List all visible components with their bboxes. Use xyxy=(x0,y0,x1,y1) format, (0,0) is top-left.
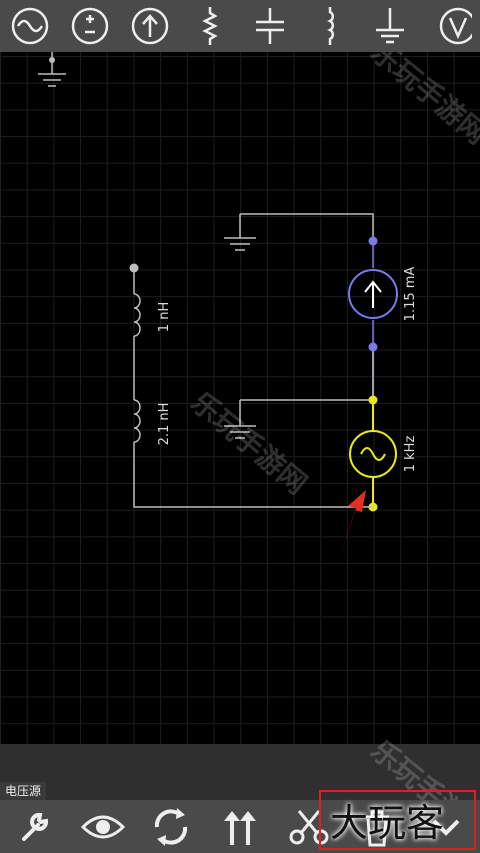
wrench-icon xyxy=(22,812,49,841)
chevron-down-icon xyxy=(432,819,460,836)
component-toolbar xyxy=(0,0,480,52)
annotation-arrow xyxy=(339,490,366,560)
capacitor-tool[interactable] xyxy=(240,0,300,52)
current-source-label: 1.15 mA xyxy=(403,267,418,322)
circuit-diagram: 1.15 mA 1 kHz 1 nH 2.1 nH xyxy=(38,52,418,560)
current-source-component[interactable] xyxy=(348,236,398,401)
flip-button[interactable] xyxy=(208,800,272,853)
voltmeter-tool[interactable] xyxy=(420,0,480,52)
brand-overlay: 大玩客 xyxy=(330,801,445,845)
ac-source-component[interactable] xyxy=(349,395,397,512)
current-source-tool[interactable] xyxy=(120,0,180,52)
delete-button[interactable] xyxy=(345,800,409,853)
eye-icon xyxy=(80,815,125,838)
resistor-icon xyxy=(202,7,218,45)
inductor-1-label: 1 nH xyxy=(157,302,172,332)
current-source-icon xyxy=(131,7,169,45)
inductor-component-2[interactable] xyxy=(133,336,373,508)
resistor-tool[interactable] xyxy=(180,0,240,52)
flip-icon xyxy=(223,810,256,845)
inductor-tool[interactable] xyxy=(300,0,360,52)
inductor-2-label: 2.1 nH xyxy=(157,403,172,446)
dc-source-tool[interactable] xyxy=(60,0,120,52)
ground-symbol-middle[interactable] xyxy=(224,399,373,439)
view-button[interactable] xyxy=(71,800,135,853)
more-button[interactable] xyxy=(414,800,478,853)
rotate-button[interactable] xyxy=(139,800,203,853)
ground-tool[interactable] xyxy=(360,0,420,52)
ground-icon xyxy=(376,8,404,44)
rotate-icon xyxy=(155,807,188,846)
circuit-canvas[interactable]: 1.15 mA 1 kHz 1 nH 2.1 nH 乐玩手游网 乐玩手游网 xyxy=(0,52,480,744)
inductor-component-1[interactable] xyxy=(129,263,141,337)
ac-source-tool[interactable] xyxy=(0,0,60,52)
dc-source-icon xyxy=(71,7,109,45)
ac-source-icon xyxy=(11,7,49,45)
trash-icon xyxy=(365,810,390,846)
ground-symbol-upper[interactable] xyxy=(224,213,374,251)
ac-source-label: 1 kHz xyxy=(403,436,418,473)
highlight-box xyxy=(319,790,476,850)
capacitor-icon xyxy=(256,8,284,44)
settings-button[interactable] xyxy=(2,800,66,853)
inductor-icon xyxy=(327,7,335,45)
ground-symbol-topleft[interactable] xyxy=(38,52,66,87)
selected-component-label: 电压源 xyxy=(0,782,47,800)
action-toolbar xyxy=(0,800,480,853)
voltmeter-icon xyxy=(439,7,472,45)
